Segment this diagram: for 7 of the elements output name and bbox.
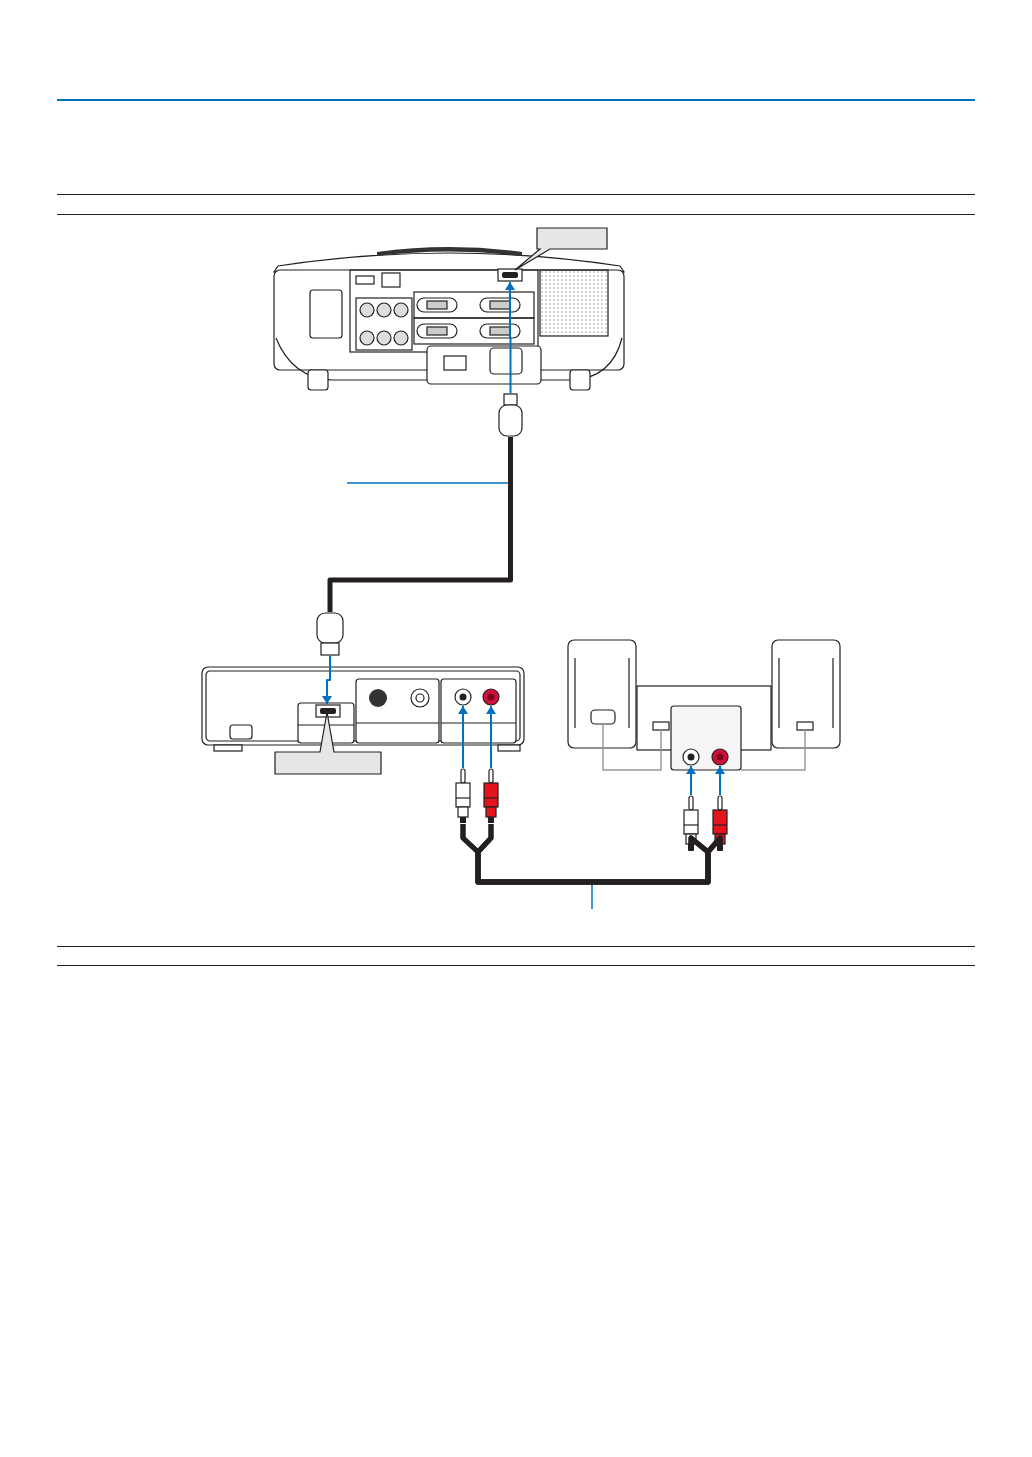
arrow — [322, 655, 332, 705]
arrow — [686, 765, 696, 796]
arrow — [505, 281, 515, 394]
arrow — [486, 705, 496, 769]
cable — [327, 437, 513, 612]
arrow — [458, 705, 468, 769]
arrow — [715, 765, 725, 796]
